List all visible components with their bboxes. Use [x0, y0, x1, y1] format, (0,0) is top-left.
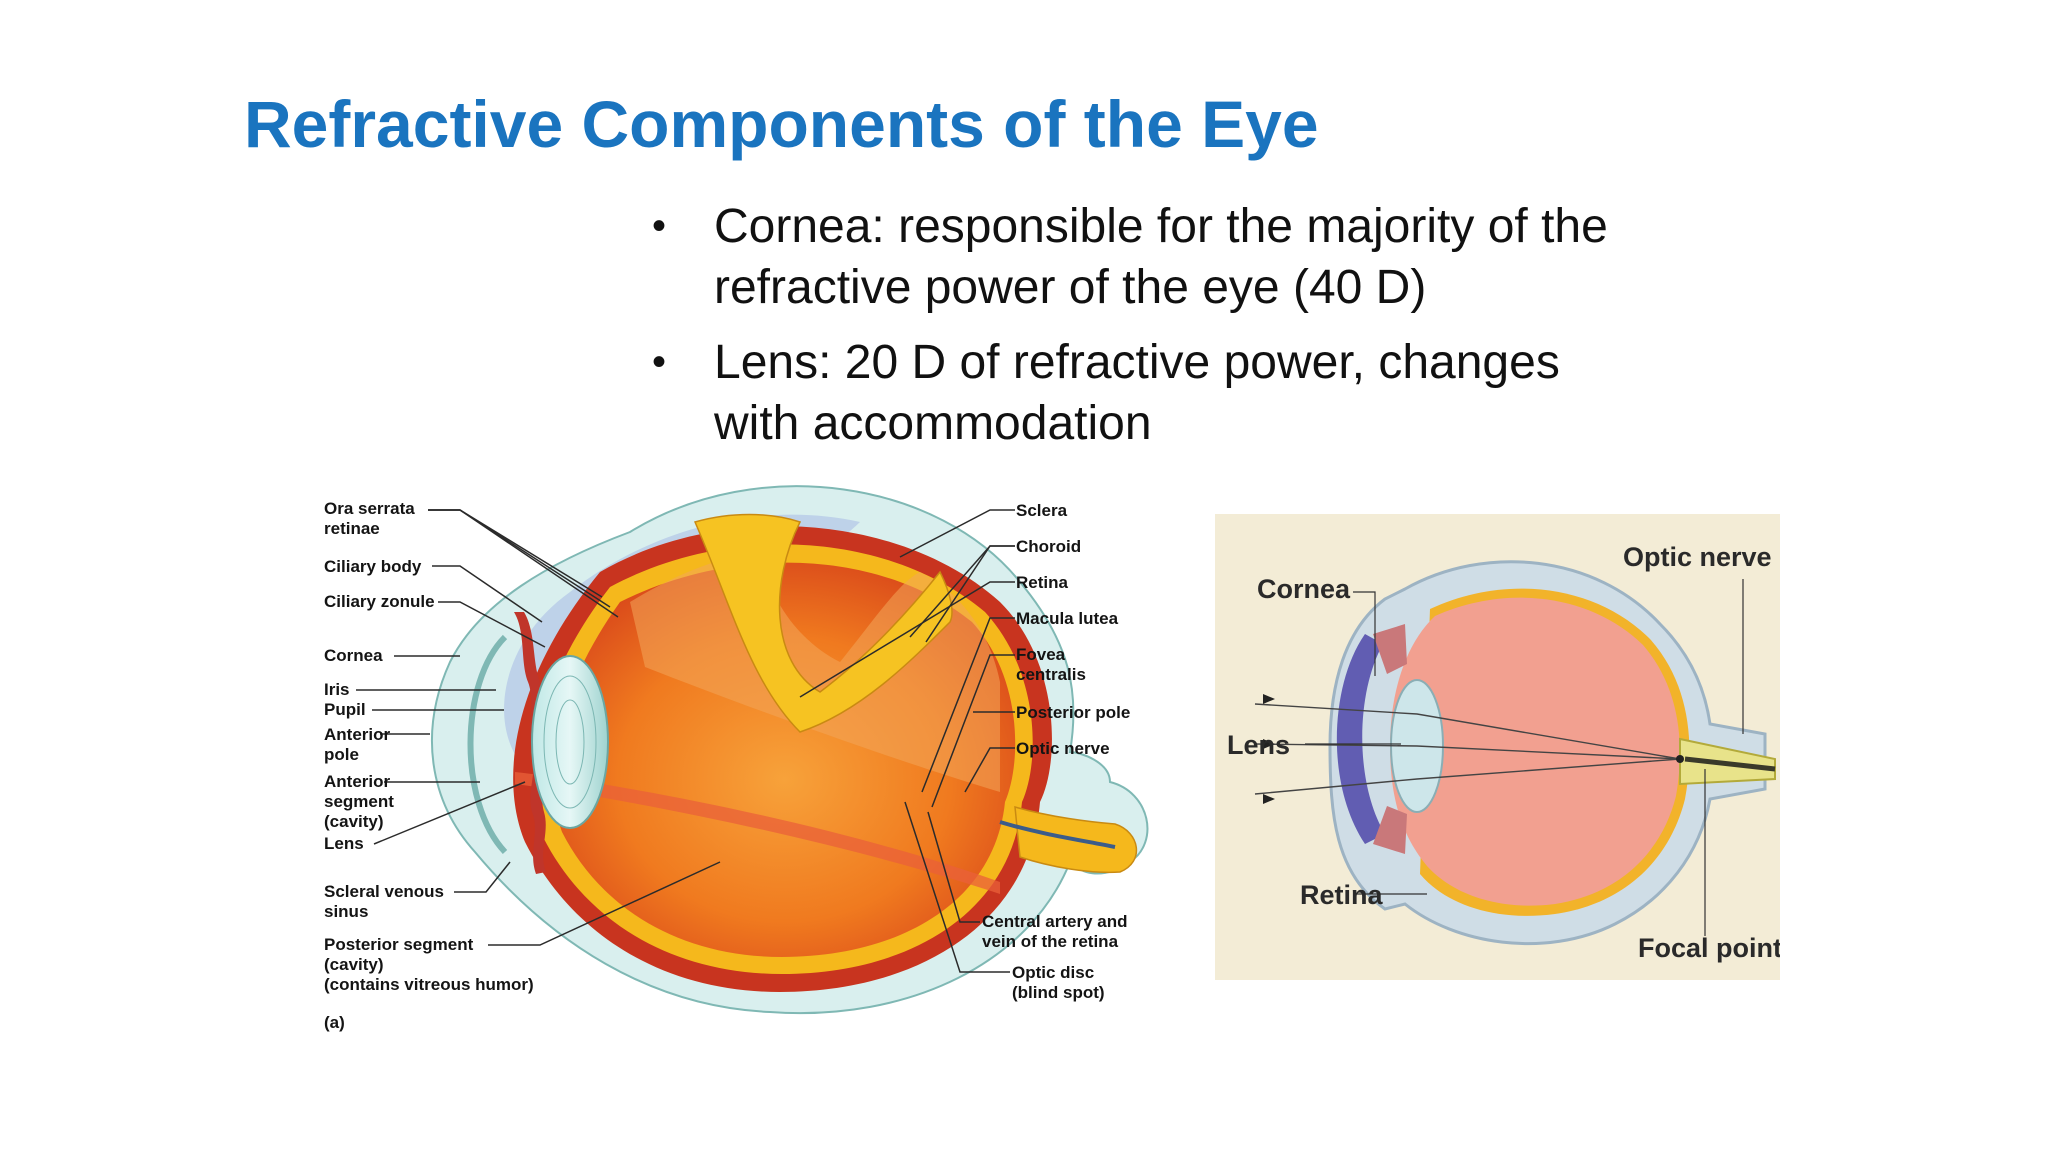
- label-choroid: Choroid: [1016, 537, 1081, 556]
- bullet-dot-icon: •: [652, 340, 667, 384]
- svg-text:Iris: Iris: [324, 680, 350, 699]
- label-cornea: Cornea: [324, 646, 383, 665]
- bullet-dot-icon: •: [652, 204, 667, 248]
- label-cornea: Cornea: [1257, 574, 1351, 604]
- label-retina: Retina: [1300, 880, 1384, 910]
- svg-text:Optic nerve: Optic nerve: [1016, 739, 1110, 758]
- cornea-shape: [1336, 634, 1385, 844]
- label-optic-nerve: Optic nerve: [1623, 542, 1772, 572]
- svg-text:Macula lutea: Macula lutea: [1016, 609, 1119, 628]
- iris-shape: [1373, 624, 1407, 854]
- central-vessel-line: [999, 820, 1116, 849]
- label-anterior-pole: Anterior: [324, 725, 391, 744]
- svg-text:Pupil: Pupil: [324, 700, 366, 719]
- label-optic-disc-2: (blind spot): [1012, 983, 1105, 1002]
- right-leader-lines: [799, 509, 1015, 973]
- label-lens: Lens: [1227, 730, 1290, 760]
- svg-text:Optic disc(blind spot): Optic disc(blind spot): [1012, 963, 1105, 1002]
- label-optic-nerve: Optic nerve: [1016, 739, 1110, 758]
- bullet-list: • Cornea: responsible for the majority o…: [652, 196, 1772, 468]
- label-anterior-segment-3: (cavity): [324, 812, 384, 831]
- label-focal-point: Focal point: [1638, 933, 1780, 963]
- label-ciliary-body: Ciliary body: [324, 557, 422, 576]
- ciliary-body-shape: [514, 612, 546, 874]
- slide-title: Refractive Components of the Eye: [244, 87, 1319, 161]
- label-retina: Retina: [1016, 573, 1069, 592]
- svg-text:Posterior segment(cavity)(cont: Posterior segment(cavity)(contains vitre…: [324, 935, 534, 994]
- label-ora-serrata-2: retinae: [324, 519, 380, 538]
- bullet-cornea-line2: refractive power of the eye (40 D): [714, 261, 1427, 314]
- label-anterior-pole-2: pole: [324, 745, 359, 764]
- svg-text:Ciliary zonule: Ciliary zonule: [324, 592, 435, 611]
- label-macula-lutea: Macula lutea: [1016, 609, 1119, 628]
- svg-text:Posterior pole: Posterior pole: [1016, 703, 1130, 722]
- bullet-lens: • Lens: 20 D of refractive power, change…: [652, 332, 1772, 454]
- svg-text:Cornea: Cornea: [324, 646, 383, 665]
- label-central-artery-2: vein of the retina: [982, 932, 1119, 951]
- label-leaders: [1305, 579, 1744, 936]
- eye-refraction-diagram: Cornea Lens Retina Optic nerve Focal poi…: [1215, 514, 1780, 980]
- label-posterior-segment-2: (cavity): [324, 955, 384, 974]
- panel-tag-a: (a): [324, 1013, 345, 1032]
- svg-text:Retina: Retina: [1016, 573, 1069, 592]
- label-ciliary-zonule: Ciliary zonule: [324, 592, 435, 611]
- label-scleral-venous-sinus-2: sinus: [324, 902, 368, 921]
- label-anterior-segment-2: segment: [324, 792, 394, 811]
- label-scleral-venous-sinus: Scleral venous: [324, 882, 444, 901]
- right-labels: Sclera Choroid Retina Macula lutea Fovea…: [982, 501, 1130, 1002]
- ray-arrow-icon: [1263, 694, 1275, 704]
- lens-shape: [531, 655, 609, 829]
- optic-nerve-fibers: [1684, 756, 1776, 772]
- bullet-cornea: • Cornea: responsible for the majority o…: [652, 196, 1772, 318]
- lens-ring: [543, 675, 597, 809]
- bullet-lens-line2: with accommodation: [714, 397, 1152, 450]
- label-sclera: Sclera: [1016, 501, 1068, 520]
- left-leader-lines: [356, 509, 721, 946]
- label-central-artery: Central artery and: [982, 912, 1128, 931]
- optical-axis-band: [515, 772, 1000, 894]
- label-posterior-pole: Posterior pole: [1016, 703, 1130, 722]
- label-fovea-centralis: Fovea: [1016, 645, 1066, 664]
- lens-ring: [555, 699, 585, 785]
- label-optic-disc: Optic disc: [1012, 963, 1094, 982]
- label-fovea-centralis-2: centralis: [1016, 665, 1086, 684]
- label-iris: Iris: [324, 680, 350, 699]
- svg-text:Ciliary body: Ciliary body: [324, 557, 422, 576]
- svg-text:(a): (a): [324, 1013, 345, 1032]
- retina-fold-shape: [693, 513, 953, 733]
- svg-text:Sclera: Sclera: [1016, 501, 1068, 520]
- label-lens: Lens: [324, 834, 364, 853]
- label-posterior-segment-3: (contains vitreous humor): [324, 975, 534, 994]
- bullet-cornea-line1: Cornea: responsible for the majority of …: [714, 200, 1608, 253]
- label-anterior-segment: Anterior: [324, 772, 391, 791]
- ray-arrow-icon: [1263, 794, 1275, 804]
- focal-point-marker: [1676, 755, 1684, 763]
- bullet-lens-line1: Lens: 20 D of refractive power, changes: [714, 336, 1560, 389]
- svg-text:Choroid: Choroid: [1016, 537, 1081, 556]
- cornea-shape: [467, 634, 508, 855]
- label-posterior-segment: Posterior segment: [324, 935, 474, 954]
- svg-text:Lens: Lens: [324, 834, 364, 853]
- label-ora-serrata: Ora serrata: [324, 499, 415, 518]
- label-pupil: Pupil: [324, 700, 366, 719]
- ray-arrow-icon: [1263, 739, 1275, 749]
- light-rays: [1254, 703, 1681, 795]
